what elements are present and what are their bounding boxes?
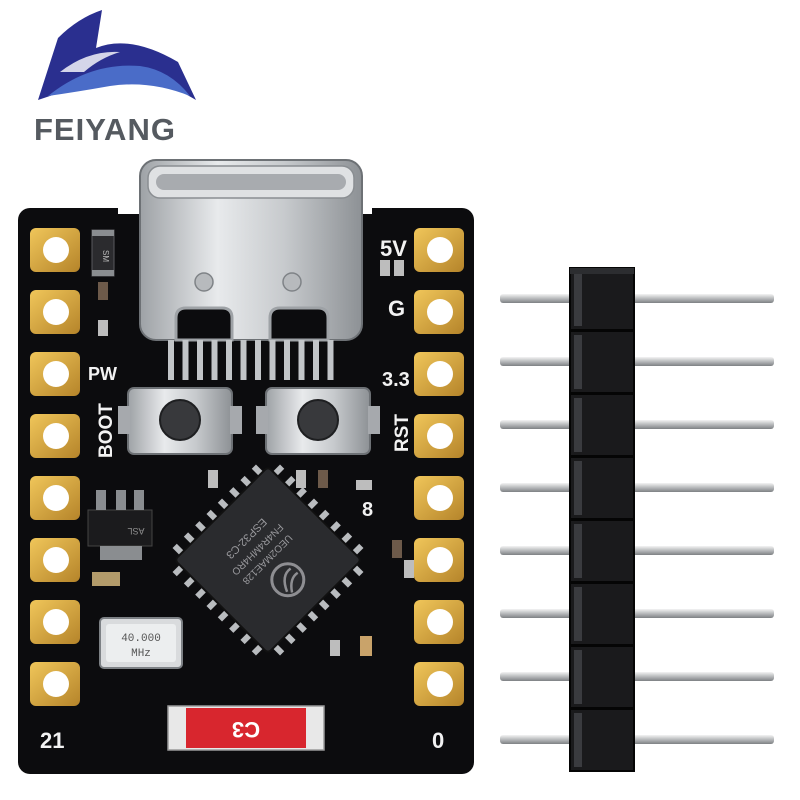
pad-hole (43, 299, 69, 325)
label-gnd: G (388, 296, 405, 321)
usb-pin (284, 340, 290, 380)
smd-capacitor (92, 572, 120, 586)
header-pin (500, 483, 774, 492)
header-pin (500, 609, 774, 618)
usb-tab-right (268, 306, 330, 342)
silkscreen-labels: 5V G 3.3 PW BOOT RST 8 21 0 (40, 236, 444, 753)
espressif-logo-icon (270, 562, 306, 598)
usb-c-connector (139, 159, 363, 380)
usb-pin (327, 340, 334, 380)
header-pin (500, 357, 774, 366)
pad-hole (427, 423, 453, 449)
label-5v: 5V (380, 236, 407, 261)
boot-button-cap (159, 399, 201, 441)
usb-pins (168, 340, 334, 380)
label-21: 21 (40, 728, 64, 753)
pad-hole (427, 361, 453, 387)
label-rst: RST (392, 414, 413, 452)
brand-name: FEIYANG (34, 112, 176, 147)
usb-pin (197, 340, 203, 380)
pcb-board: SM ASL 40.000 MHz ESP32-C3 FN4R4MH4RO (18, 159, 474, 774)
header-block-highlight (574, 713, 582, 767)
header-pin (500, 735, 774, 744)
crystal-oscillator: 40.000 MHz (99, 617, 183, 669)
pad-hole (43, 237, 69, 263)
header-pin (500, 672, 774, 681)
diode-mark: SM (101, 250, 110, 262)
pad-hole (427, 671, 453, 697)
pad-hole (427, 609, 453, 635)
pad-hole (43, 547, 69, 573)
pad-hole (43, 609, 69, 635)
usb-tab-left (174, 306, 234, 342)
usb-pin (182, 340, 189, 380)
pad-hole (427, 547, 453, 573)
usb-pin (269, 340, 276, 380)
label-boot: BOOT (96, 403, 117, 458)
diode: SM (91, 229, 115, 277)
pad-hole (427, 485, 453, 511)
header-pin (500, 420, 774, 429)
feiyang-logo (38, 10, 196, 100)
reset-button (256, 387, 380, 455)
header-pin (500, 294, 774, 303)
smd-resistor (98, 282, 108, 300)
usb-pin (255, 340, 261, 380)
voltage-regulator: ASL (87, 490, 153, 560)
header-block-highlight (574, 398, 582, 452)
crystal-unit: MHz (131, 648, 151, 660)
pad-hole (43, 423, 69, 449)
usb-rivet-left (194, 272, 214, 292)
label-0: 0 (432, 728, 444, 753)
usb-pin (168, 340, 174, 380)
smd-components (208, 260, 414, 656)
usb-shell (139, 159, 363, 341)
castellated-pads (30, 228, 464, 706)
pad-hole (427, 237, 453, 263)
crystal-freq: 40.000 (121, 633, 161, 645)
regulator-mark: ASL (127, 526, 144, 536)
logo-wave-white (60, 51, 120, 72)
pad-hole (427, 299, 453, 325)
header-block-highlight (574, 461, 582, 515)
boot-button (118, 387, 242, 455)
pad-hole (43, 671, 69, 697)
header-block-highlight (574, 335, 582, 389)
header-top-edge (570, 268, 634, 274)
usb-pin (211, 340, 218, 380)
header-block-highlight (574, 524, 582, 578)
usb-inner-shadow (156, 174, 346, 190)
label-3v3: 3.3 (382, 369, 410, 391)
pad-hole (43, 361, 69, 387)
smd-resistor (98, 320, 108, 336)
usb-pin (226, 340, 232, 380)
usb-pin (298, 340, 305, 380)
reset-button-cap (297, 399, 339, 441)
pin-header (500, 267, 774, 772)
usb-rivet-right (282, 272, 302, 292)
label-pwr: PW (88, 364, 117, 384)
pad-hole (43, 485, 69, 511)
header-block-highlight (574, 272, 582, 326)
chip-antenna: C3 (167, 705, 325, 751)
antenna-label: C3 (232, 717, 260, 742)
label-8: 8 (362, 499, 373, 521)
header-pin (500, 546, 774, 555)
header-block-highlight (574, 587, 582, 641)
logo-wave-light (48, 65, 190, 96)
header-block-highlight (574, 650, 582, 704)
usb-pin (313, 340, 319, 380)
esp32-chip: ESP32-C3 FN4R4MH4RO UEO2MAE128 (172, 464, 364, 656)
usb-pin (240, 340, 247, 380)
